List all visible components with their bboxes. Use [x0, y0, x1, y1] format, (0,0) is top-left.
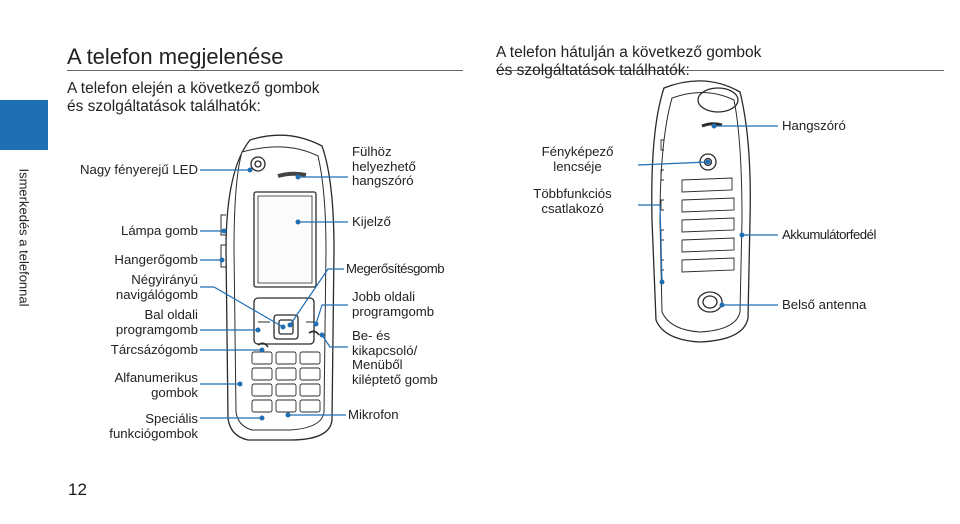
label-mic: Mikrofon [348, 407, 399, 422]
front-left-leaders [200, 167, 286, 421]
page-number: 12 [68, 480, 87, 499]
label-display: Kijelző [352, 214, 391, 229]
label-speaker: Hangszóró [782, 118, 846, 133]
label-volume: Hangerőgomb [114, 252, 198, 267]
page-title: A telefon megjelenése [67, 44, 284, 69]
back-leaders [637, 123, 778, 308]
label-dial: Tárcsázógomb [110, 342, 198, 357]
label-led: Nagy fényerejű LED [79, 162, 198, 177]
title-rule [67, 70, 463, 71]
title-rule-right [496, 70, 944, 71]
back-phone [651, 80, 751, 343]
front-phone [220, 134, 335, 441]
section-tab[interactable] [0, 100, 48, 150]
label-antenna: Belső antenna [782, 297, 867, 312]
label-battery: Akkumulátorfedél [782, 227, 876, 242]
label-confirm: Megerősítésgomb [346, 261, 445, 276]
front-right-leaders [285, 174, 348, 418]
label-lamp: Lámpa gomb [121, 223, 198, 238]
sidebar: Ismerkedés a telefonnal [0, 0, 48, 524]
